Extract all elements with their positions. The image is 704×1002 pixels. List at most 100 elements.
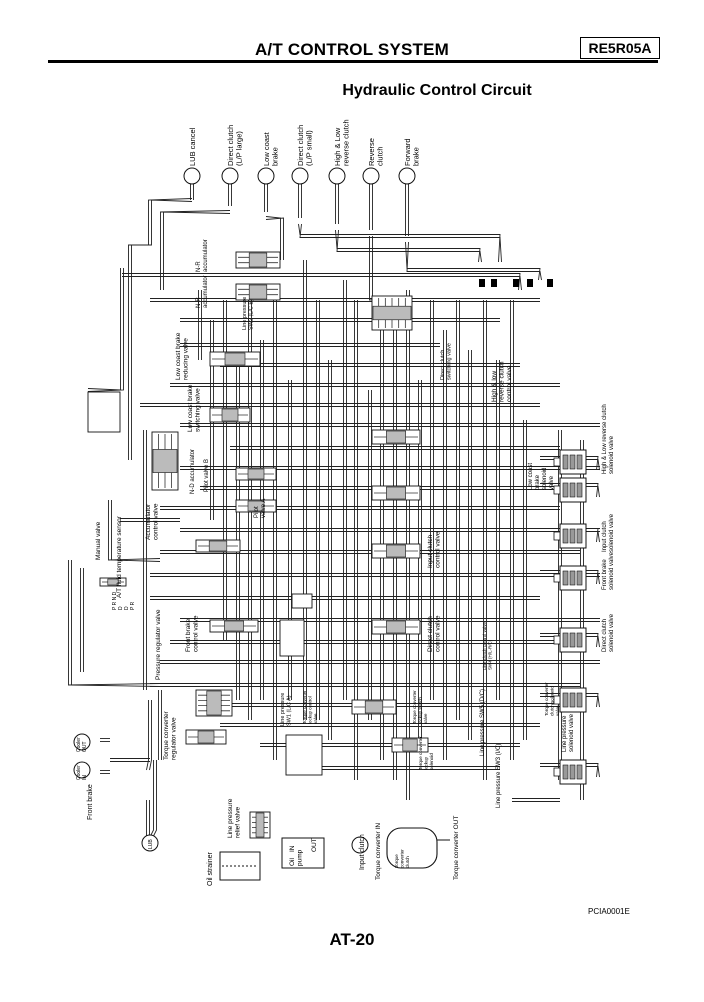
front-brake-solenoid-label: Front brakesolenoid valve	[602, 551, 615, 590]
input-clutch-port	[351, 836, 369, 854]
oil-passage	[406, 241, 542, 281]
oil-passage	[336, 229, 482, 263]
torque-converter	[386, 827, 438, 869]
front-brake-solenoid-coil	[569, 570, 576, 586]
line-pressure-solenoid-connector	[553, 767, 561, 777]
direct-clutch-solenoid-coil	[562, 632, 569, 648]
low-coast-solenoid-coil	[562, 482, 569, 498]
low-coast-solenoid-label: Low coastbrakesolenoidvalve	[528, 463, 555, 490]
lub-cancel-port-label: LUB cancel	[188, 127, 197, 166]
input-clutch-solenoid-connector	[553, 531, 561, 541]
low-coast-brake-port-label: Low coastbrake	[262, 131, 280, 166]
oil-passage	[108, 500, 161, 561]
tc-body-label: Torqueconverterclutch	[394, 849, 410, 868]
forward-brake-port-label: Forwardbrake	[403, 138, 421, 166]
line-pressure-solenoid-coil	[569, 764, 576, 780]
low-coast-switching-label: Low coast brakeswitching valve	[187, 384, 202, 432]
oil-passage	[71, 560, 161, 687]
oil-passage	[146, 700, 149, 771]
direct-clutch-solenoid-coil	[569, 632, 576, 648]
connector-stub	[527, 279, 533, 287]
oil-passage	[540, 531, 600, 543]
direct-solenoid-label: Direct clutchsolenoid valve	[602, 613, 615, 652]
front-brake-accumulator	[279, 619, 305, 657]
oil-passage	[540, 573, 600, 585]
cooler-out-port	[73, 733, 91, 751]
low-coast-reducing-valve-spool	[224, 352, 246, 366]
direct-clutch-switching-valve-spool	[386, 430, 406, 444]
nr-accumulator-b-spool	[248, 284, 268, 300]
oil-passage	[87, 268, 121, 391]
accumulator-control-valve-spool	[208, 540, 228, 552]
fluid-temp-sensor-label: A/T fluid temperature sensor	[116, 515, 123, 598]
low-coast-switching-valve-spool	[221, 408, 239, 422]
pilot-valve-b-label: Pilot valve B	[204, 459, 210, 492]
input-solenoid-label: Input clutchsolenoid valve	[602, 513, 615, 552]
oil-passage	[299, 223, 502, 263]
input-clutch-port-label: Input clutch	[359, 834, 366, 870]
oil-passage	[163, 211, 231, 290]
oil-passage	[160, 210, 231, 290]
hlr-solenoid-label: High & Low reverse clutchsolenoid valve	[602, 404, 615, 474]
oil-passage	[153, 760, 157, 837]
line-pressure-sw2-label: Line pressureSW2 (L/C B)	[242, 297, 255, 330]
lc-control-sw4-label: Line clutch control valveSW4 (H/L-R/C)	[482, 621, 493, 670]
manual-positions-label: P R N DDDP R	[112, 591, 136, 610]
oil-passage	[540, 693, 599, 708]
direct-clutch-control-label: Direct clutchcontrol valve	[427, 615, 442, 652]
direct-clutch-control-valve-spool	[386, 620, 406, 634]
nr-accumulator-b-label: N-Raccumulator	[196, 275, 209, 308]
lub-cancel-port	[183, 167, 201, 185]
reverse-clutch-port	[362, 167, 380, 185]
oil-passage	[150, 760, 154, 837]
cooler-in-port	[73, 761, 91, 779]
upper-shift-block-spool	[372, 305, 412, 321]
input-clutch-control-label: Input clutchcontrol valve	[427, 531, 442, 568]
input-clutch-solenoid-coil	[562, 528, 569, 544]
oil-passage	[122, 273, 521, 291]
tc-clutch-solenoid-connector	[553, 695, 561, 705]
oil-pump-out-label: OUT	[311, 838, 318, 852]
input-clutch-control-valve-spool	[386, 544, 406, 558]
cooler-block	[87, 391, 121, 433]
line-pressure-relief-label: Line pressurerelief valve	[227, 798, 242, 838]
oil-passage	[540, 766, 600, 778]
direct-clutch-large-port	[221, 167, 239, 185]
oil-passage	[540, 528, 599, 543]
lub-label: LUB	[148, 839, 154, 849]
front-brake-control-valve-spool	[224, 620, 244, 632]
damper-block	[291, 593, 313, 609]
tc-lockup-ctrl-label: Torque converterlockup controlvalve	[302, 690, 318, 724]
line-pressure-solenoid-coil	[576, 764, 583, 780]
connector-stub	[513, 279, 519, 287]
cooler-out-label: CoolerOUT	[76, 737, 88, 752]
manual-valve-spool	[107, 578, 119, 586]
tc-clutch-solenoid-label: Torque converterclutch solenoidvalve	[544, 682, 560, 716]
hlr-solenoid-coil	[576, 454, 583, 470]
nd-accumulator-spool	[152, 449, 178, 473]
oil-passage	[298, 223, 501, 263]
direct-clutch-solenoid-connector	[553, 635, 561, 645]
low-coast-brake-port	[257, 167, 275, 185]
accumulator-control-label: Accumulatorcontrol valve	[145, 503, 160, 540]
tc-clutch-solenoid-coil	[562, 692, 569, 708]
oil-passage	[68, 560, 161, 686]
sw5-label: Line pressure SW5 (D/C)	[480, 689, 486, 756]
page-number: AT-20	[329, 930, 375, 949]
tc-lockup-solenoid-label: Torque converterlockupsolenoid	[418, 736, 434, 770]
forward-brake-port	[398, 167, 416, 185]
high-low-reverse-clutch-port	[328, 167, 346, 185]
pilot-valve-b-spool	[247, 468, 265, 480]
input-clutch-solenoid-coil	[569, 528, 576, 544]
pressure-regulator-valve-spool	[206, 690, 222, 716]
hlr-control-label: High & lowreverse clutchcontrol valve	[491, 361, 513, 402]
direct-clutch-solenoid-coil	[576, 632, 583, 648]
nd-accumulator-label: N-D accumulator	[190, 449, 196, 494]
manual-valve-label: Manual valve	[95, 521, 102, 560]
pressure-regulator-label: Pressure regulator valve	[155, 609, 162, 680]
direct-clutch-small-port	[291, 167, 309, 185]
connector-stub	[479, 279, 485, 287]
oil-pump-label: Oilpump	[289, 849, 304, 866]
diagram-title: Hydraulic Control Circuit	[342, 82, 532, 99]
